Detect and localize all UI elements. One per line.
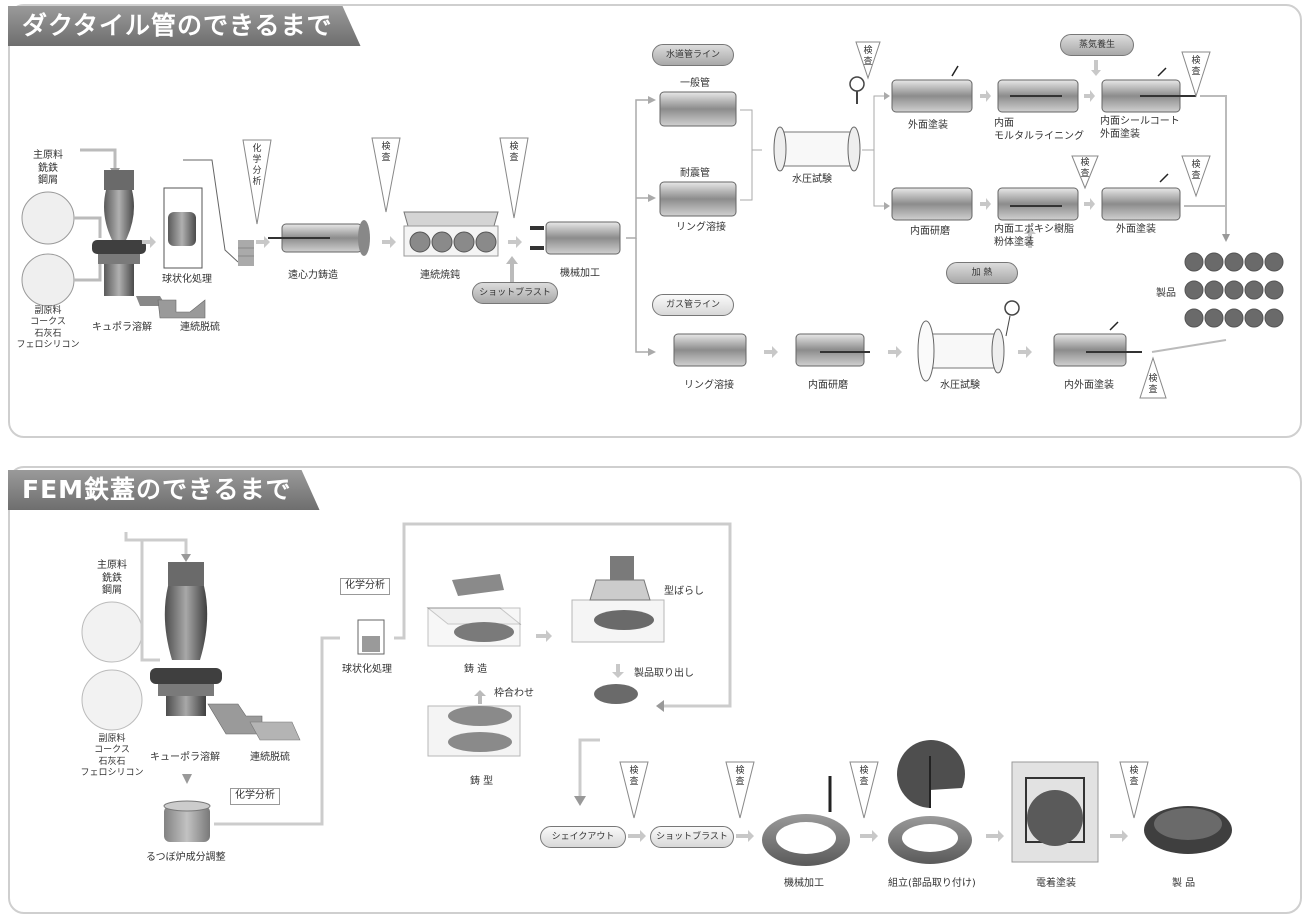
fem-sub-raw-label: 副原料 コークス 石灰石 フェロシリコン (76, 734, 148, 779)
shakeout-box-graphic (572, 556, 664, 704)
fem-product-label: 製 品 (1172, 878, 1195, 891)
electro-label: 電着塗装 (1036, 878, 1076, 891)
fem-assembly-graphic (888, 740, 972, 864)
fem-chem-label-2: 化学分析 (230, 788, 280, 805)
fem-inspect-label-4: 検査 (1127, 766, 1141, 788)
fem-raw-main-circle (82, 602, 142, 662)
fem-inspect-label-3: 検査 (857, 766, 871, 788)
fem-inspect-label-2: 検査 (733, 766, 747, 788)
fem-machining-label: 機械加工 (784, 878, 824, 891)
fem-cupola-label: キューポラ溶解 (150, 752, 220, 765)
electro-coating-graphic (1012, 762, 1098, 862)
shakeout-mold-label: 型ばらし (664, 586, 704, 599)
fem-raw-sub-circle (82, 670, 142, 730)
fem-spheroid-graphic (358, 620, 384, 654)
fem-main-raw-label: 主原料 銑鉄 鋼屑 (82, 560, 142, 598)
fem-product-graphic (1144, 806, 1232, 854)
casting-label: 鋳 造 (464, 664, 487, 677)
fem-spheroid-label: 球状化処理 (342, 664, 392, 677)
mold-box-graphic (428, 706, 520, 756)
fem-shot-pill: ショットブラスト (650, 826, 734, 848)
fem-machining-graphic (762, 776, 850, 866)
fem-chem-label-1: 化学分析 (340, 578, 390, 595)
fem-crucible-label: るつぼ炉成分調整 (146, 852, 226, 865)
takeout-label: 製品取り出し (634, 668, 694, 681)
fem-desulf-label: 連続脱硫 (250, 752, 290, 765)
fem-inspect-label-1: 検査 (627, 766, 641, 788)
casting-box-graphic (428, 574, 520, 646)
fem-cupola-graphic (150, 562, 300, 740)
crucible-graphic (164, 774, 210, 842)
mold-label: 鋳 型 (470, 776, 493, 789)
flask-label: 枠合わせ (494, 688, 534, 701)
assembly-label: 組立(部品取り付け) (888, 878, 976, 891)
shakeout-pill: シェイクアウト (540, 826, 626, 848)
